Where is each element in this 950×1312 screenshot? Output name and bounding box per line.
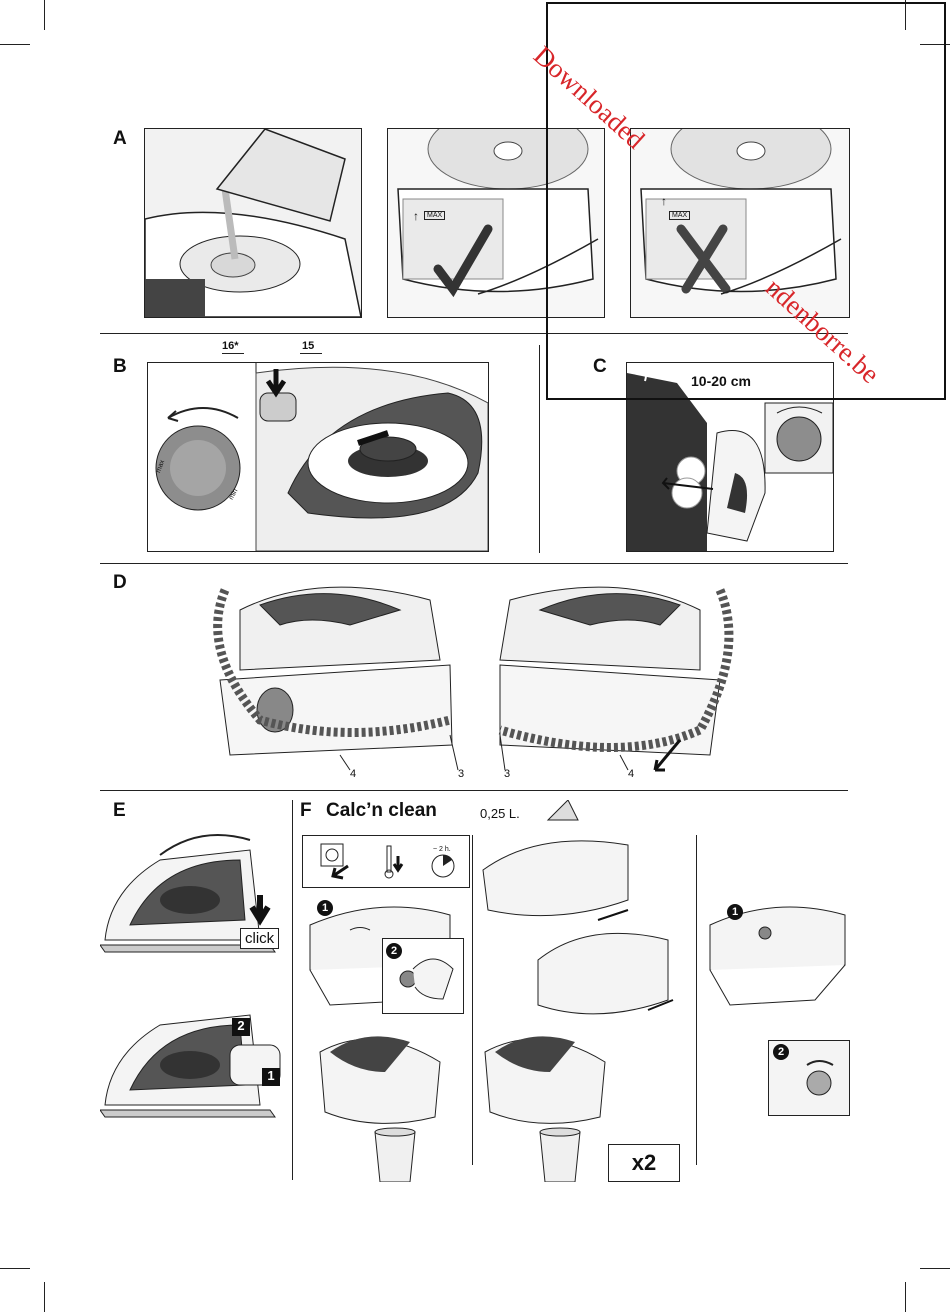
- prep-icons-box: ~ 2 h.: [302, 835, 470, 888]
- part-15-callout: 15: [302, 340, 315, 352]
- divider: [696, 835, 697, 1165]
- section-d-letter: D: [113, 572, 127, 593]
- crop-mark: [44, 0, 45, 30]
- correct-level-illustration: [388, 129, 604, 317]
- crop-mark: [905, 1282, 906, 1312]
- callout-line: [222, 353, 244, 354]
- step-2-badge: 2: [232, 1018, 250, 1036]
- double-arrow-icon: [661, 477, 714, 490]
- crop-mark: [920, 1268, 950, 1269]
- crop-mark: [905, 0, 906, 30]
- press-down-arrow-icon: [249, 895, 271, 926]
- a-panel-correct: MAX ↑: [387, 128, 605, 318]
- part-16-callout: 16*: [222, 340, 239, 352]
- unplug-arrow-icon: [331, 864, 349, 880]
- max-mark: MAX: [424, 211, 446, 220]
- cord-label-4: 4: [350, 768, 357, 780]
- cord-label-3: 3: [504, 768, 511, 780]
- empty-tank-illustration: [484, 1036, 606, 1182]
- section-c-letter: C: [593, 356, 607, 377]
- section-f-letter: F: [300, 800, 312, 821]
- divider: [539, 345, 540, 553]
- up-arrow-icon: ↑: [413, 209, 419, 223]
- cooling-time-label: ~ 2 h.: [433, 846, 451, 853]
- max-mark: MAX: [669, 211, 691, 220]
- water-volume-label: 0,25 L.: [480, 806, 520, 821]
- pull-arrow-icon: [653, 739, 682, 772]
- distance-label: 10-20 cm: [691, 373, 751, 389]
- unlock-iron-illustration: [100, 1014, 281, 1118]
- divider: [100, 563, 848, 564]
- section-f-title: Calc’n clean: [326, 800, 437, 821]
- callout-line: [300, 353, 322, 354]
- divider: [100, 333, 848, 334]
- step-1-badge: 1: [727, 904, 743, 920]
- close-cap-illustration: [709, 906, 846, 1006]
- fill-water-illustration: [145, 129, 361, 317]
- step-2-badge: 2: [386, 943, 402, 959]
- check-mark-icon: [433, 224, 493, 298]
- prep-icons: [320, 843, 455, 880]
- crop-mark: [44, 1282, 45, 1312]
- socket-icon: [325, 848, 339, 862]
- step-2-badge: 2: [773, 1044, 789, 1060]
- empty-tank-illustration: [319, 1036, 441, 1182]
- press-arrow-icon: [265, 369, 287, 398]
- repeat-twice-box: x2: [608, 1144, 680, 1182]
- cross-mark-icon: [676, 224, 731, 294]
- a-panel-incorrect: MAX ↑: [630, 128, 850, 318]
- step-1-badge: 1: [317, 900, 333, 916]
- step-1-badge: 1: [262, 1068, 280, 1086]
- divider: [292, 800, 293, 1180]
- cord-storage-illustration: [213, 586, 734, 772]
- turn-arrow-icon: [357, 430, 389, 446]
- a-panel-fill: [144, 128, 362, 318]
- crop-mark: [0, 44, 30, 45]
- divider: [100, 790, 848, 791]
- divider: [472, 835, 473, 1165]
- section-a-letter: A: [113, 128, 127, 149]
- crop-mark: [0, 1268, 30, 1269]
- thermometer-icon: [386, 845, 392, 873]
- up-arrow-icon: ↑: [661, 194, 667, 208]
- steam-control-illustration: [155, 363, 488, 551]
- c-panel: 10-20 cm: [626, 362, 834, 552]
- cord-label-4: 4: [628, 768, 635, 780]
- section-b-letter: B: [113, 356, 127, 377]
- vertical-steam-illustration: [627, 363, 833, 551]
- lock-iron-illustration: [100, 834, 276, 953]
- incorrect-level-illustration: [631, 129, 849, 317]
- b-panel: max min: [147, 362, 489, 552]
- crop-mark: [920, 44, 950, 45]
- cord-label-3: 3: [458, 768, 465, 780]
- section-e-letter: E: [113, 800, 126, 821]
- rinse-shake-illustration: [482, 800, 674, 1015]
- click-label: click: [240, 928, 280, 949]
